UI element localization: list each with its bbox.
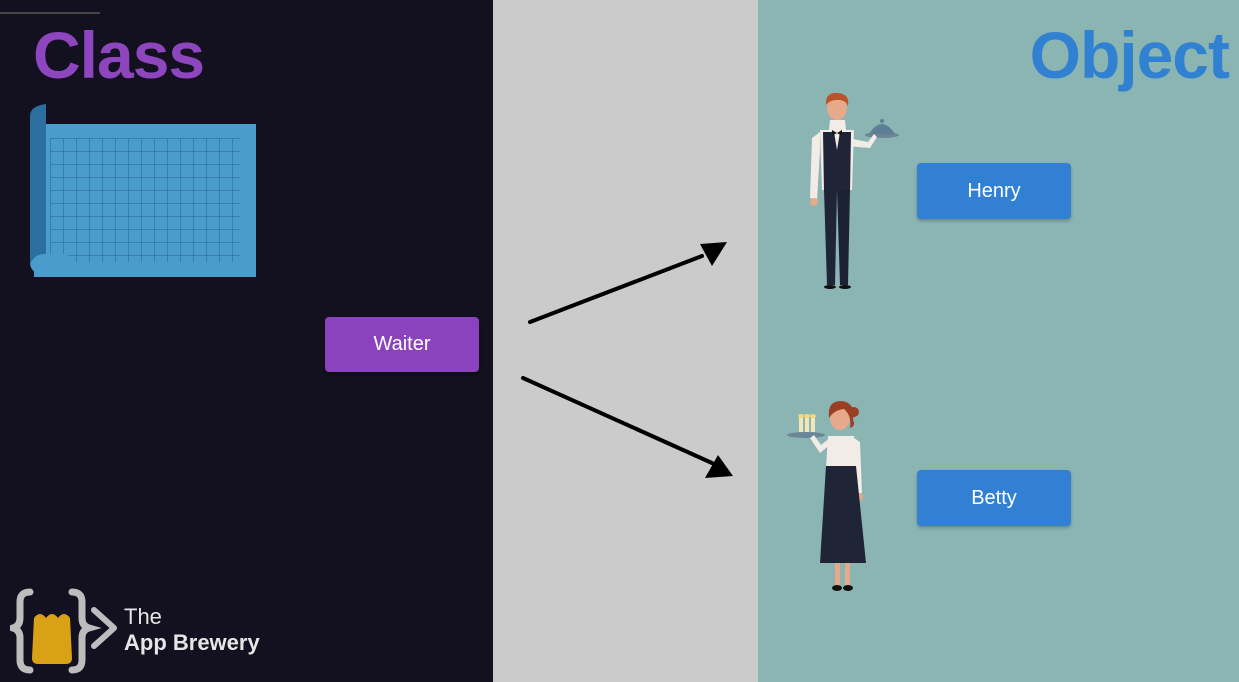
- top-edge-mark: [0, 12, 100, 14]
- logo-text: The App Brewery: [124, 604, 260, 656]
- henry-object-box: Henry: [917, 163, 1071, 219]
- arrow-icon: [528, 242, 727, 324]
- waitress-figure: [787, 401, 866, 591]
- waiter-class-box: Waiter: [325, 317, 479, 372]
- arrow-icon: [521, 376, 733, 478]
- middle-panel: [493, 0, 758, 682]
- blueprint-icon: [30, 104, 256, 277]
- waiter-figure: [810, 92, 899, 289]
- object-heading: Object: [1029, 18, 1230, 92]
- logo-line-1: The: [124, 604, 162, 629]
- betty-object-box: Betty: [917, 470, 1071, 526]
- logo-line-2: App Brewery: [124, 630, 260, 655]
- class-heading: Class: [33, 18, 205, 92]
- app-brewery-logo-icon: [10, 588, 117, 674]
